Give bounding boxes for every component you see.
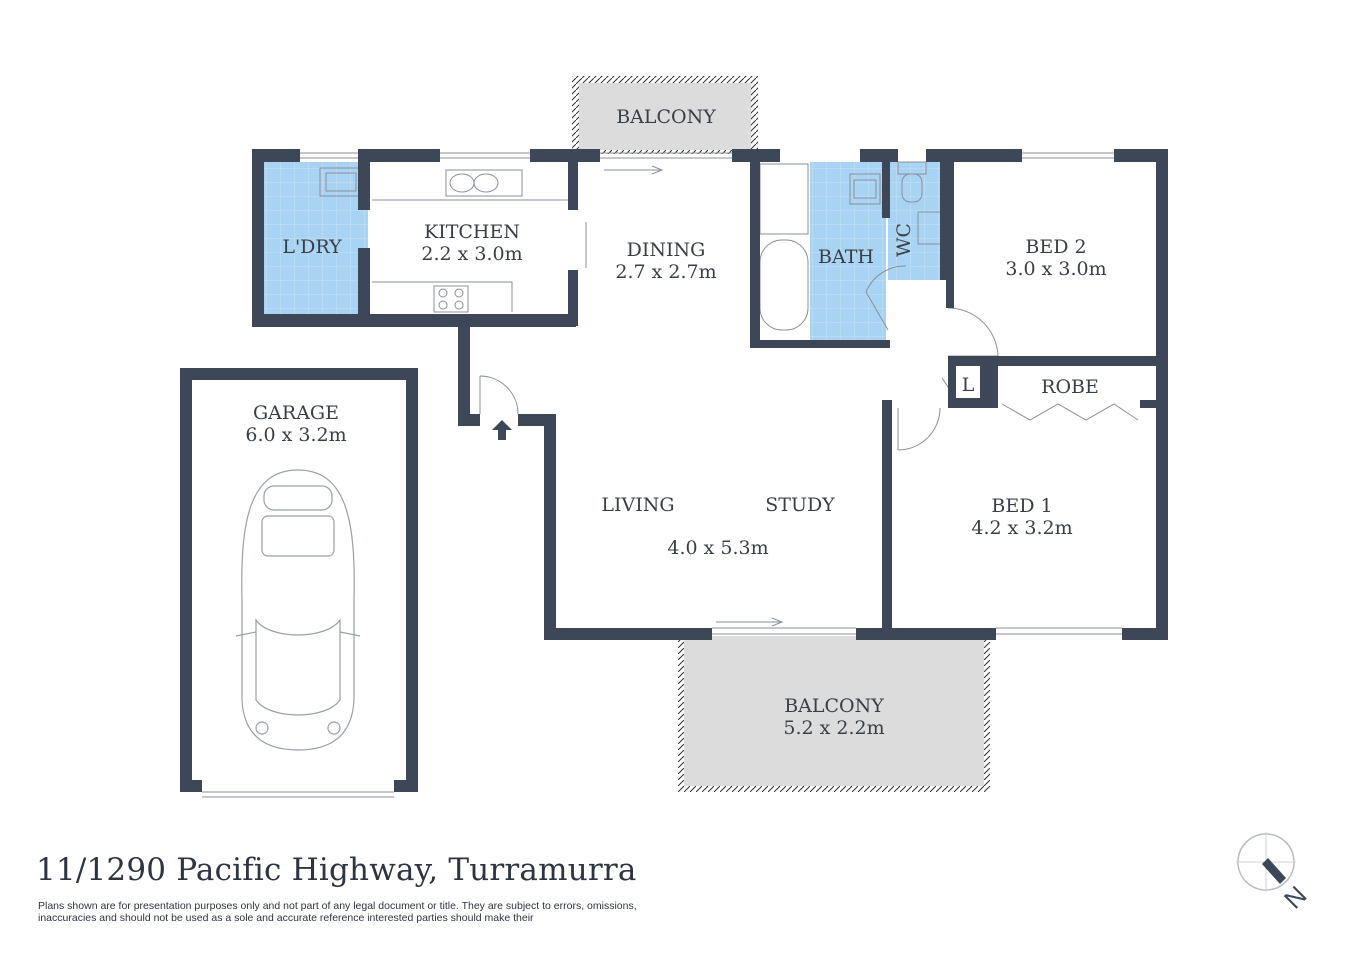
room-label-bed2: BED 2 xyxy=(1025,236,1086,258)
balcony-top xyxy=(572,76,758,154)
entry-arrow-icon xyxy=(492,420,512,440)
room-label-balcony-bottom: BALCONY xyxy=(784,695,884,717)
room-size-living: 4.0 x 5.3m xyxy=(667,537,768,559)
balcony-bottom xyxy=(678,636,990,792)
room-label-kitchen: KITCHEN xyxy=(424,221,520,243)
laundry-floor xyxy=(264,162,368,314)
room-label-linen: L xyxy=(962,374,975,396)
room-size-kitchen: 2.2 x 3.0m xyxy=(421,243,522,265)
room-label-robe: ROBE xyxy=(1041,376,1099,398)
room-label-balcony-top: BALCONY xyxy=(616,106,716,128)
compass-label: N xyxy=(1278,880,1312,914)
disclaimer-text: Plans shown are for presentation purpose… xyxy=(38,900,637,924)
room-label-study: STUDY xyxy=(765,494,835,516)
compass-north-icon: N xyxy=(1236,832,1313,915)
room-label-dining: DINING xyxy=(627,239,706,261)
room-size-balcony-bottom: 5.2 x 2.2m xyxy=(783,717,884,739)
room-label-bed1: BED 1 xyxy=(991,495,1052,517)
property-address: 11/1290 Pacific Highway, Turramurra xyxy=(36,852,637,888)
room-label-wc: WC xyxy=(893,223,915,257)
bath-floor xyxy=(810,162,886,342)
room-label-living: LIVING xyxy=(601,494,674,516)
room-label-garage: GARAGE xyxy=(253,402,339,424)
room-size-bed2: 3.0 x 3.0m xyxy=(1005,258,1106,280)
room-label-laundry: L'DRY xyxy=(282,236,342,258)
room-label-bath: BATH xyxy=(818,246,874,268)
walls xyxy=(180,149,1168,792)
car-icon xyxy=(235,469,361,751)
bath-tub-area xyxy=(760,240,810,342)
room-size-dining: 2.7 x 2.7m xyxy=(615,261,716,283)
room-size-bed1: 4.2 x 3.2m xyxy=(971,517,1072,539)
room-size-garage: 6.0 x 3.2m xyxy=(245,424,346,446)
